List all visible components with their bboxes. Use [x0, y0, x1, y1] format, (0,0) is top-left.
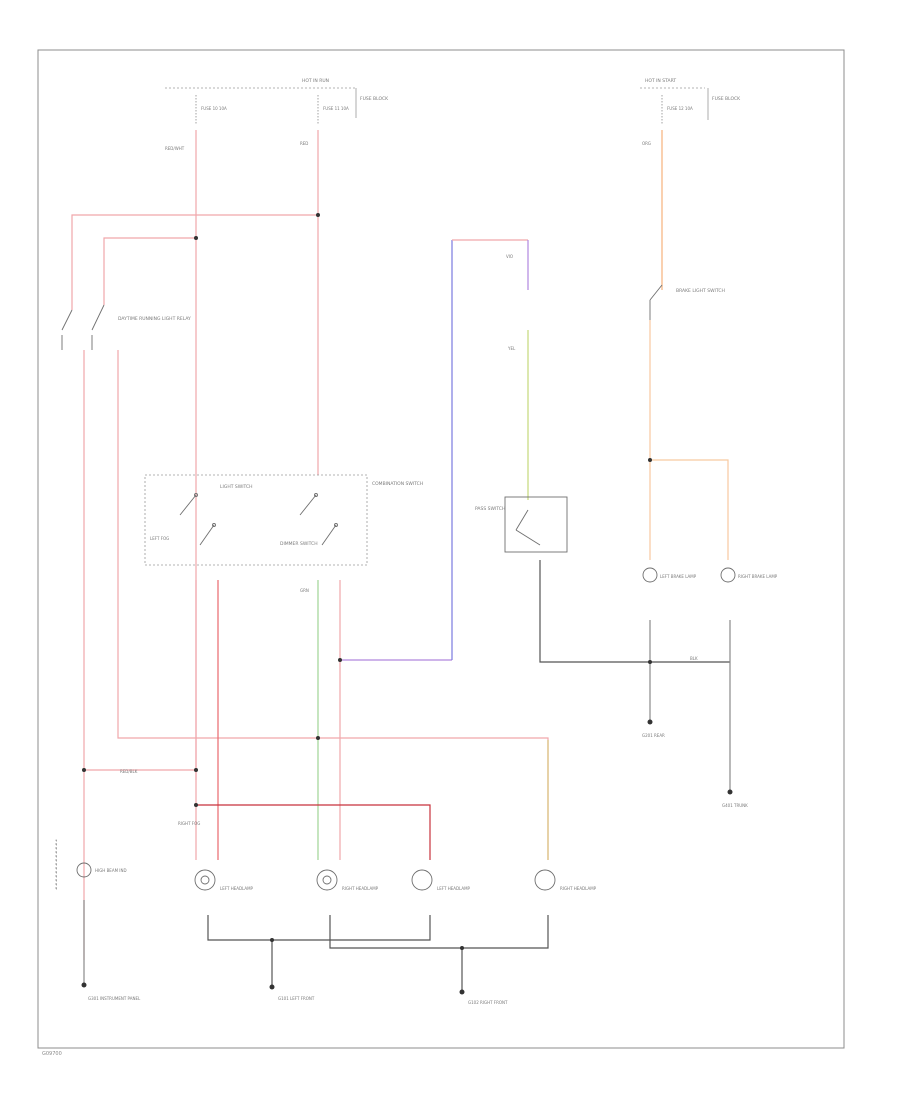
- daytime-relay-label: DAYTIME RUNNING LIGHT RELAY: [118, 316, 191, 322]
- hot-in-run-label: HOT IN RUN: [302, 78, 329, 84]
- ind-box: [55, 839, 57, 891]
- ground-g3-icon: [459, 989, 465, 995]
- wire-label-blk: BLK: [690, 656, 698, 661]
- combination-switch-label: COMBINATION SWITCH: [372, 481, 423, 487]
- fuse-3-label: FUSE 12 10A: [667, 106, 693, 111]
- wire-red-relay-out2: [117, 350, 549, 860]
- left-fog-label: LEFT FOG: [150, 536, 169, 541]
- ground-g5-icon: [727, 789, 733, 795]
- wires: [71, 130, 731, 990]
- dimmer-switch-icon: [299, 493, 338, 546]
- wire-label-vio: VIO: [506, 254, 513, 259]
- fuse-box-right-label: FUSE BLOCK: [712, 96, 741, 102]
- wire-red-top2: [103, 237, 196, 305]
- light-switch-label: LIGHT SWITCH: [220, 484, 253, 490]
- high-beam-ind-label: HIGH BEAM IND: [95, 868, 127, 873]
- wire-label-red: RED: [300, 141, 308, 146]
- wire-darkred-bus: [196, 804, 431, 860]
- wire-red-top: [71, 214, 318, 310]
- ground-g2-icon: [269, 984, 275, 990]
- right-headlamp-1-label: RIGHT HEADLAMP: [342, 886, 379, 891]
- left-brake-lamp-label: LEFT BRAKE LAMP: [660, 574, 697, 579]
- junctions: [82, 213, 652, 950]
- wire-blk-hl-bus1: [207, 915, 431, 941]
- pass-switch-box: [504, 496, 568, 553]
- ground-g4-label: G301 INSTRUMENT PANEL: [88, 996, 141, 1001]
- left-brake-lamp-icon: [642, 567, 658, 583]
- brake-switch-icon: [649, 284, 663, 320]
- right-headlamp-2-label: RIGHT HEADLAMP: [560, 886, 597, 891]
- ground-g2-label: G102 RIGHT FRONT: [468, 1000, 508, 1005]
- daytime-relay-icon: [61, 304, 105, 350]
- left-headlamp-1-icon: [194, 869, 216, 891]
- right-headlamp-1-icon: [316, 869, 338, 891]
- figure-id: G09700: [42, 1051, 62, 1057]
- combination-switch-box: [144, 474, 368, 566]
- ground-g1-label: G101 LEFT FRONT: [278, 996, 315, 1001]
- wire-peach-h: [650, 459, 729, 560]
- fuse-2-label: FUSE 11 10A: [323, 106, 349, 111]
- dimmer-switch-label: DIMMER SWITCH: [280, 541, 318, 547]
- left-headlamp-2-label: LEFT HEADLAMP: [437, 886, 471, 891]
- right-brake-lamp-icon: [720, 567, 736, 583]
- light-switch-icon: [179, 493, 216, 546]
- fuse-box-left-label: FUSE BLOCK: [360, 96, 389, 102]
- ground-g5-label: G401 TRUNK: [722, 803, 748, 808]
- wire-label-yel: YEL: [507, 346, 516, 351]
- wire-label-grn: GRN: [300, 588, 309, 593]
- wire-label-org: ORG: [642, 141, 651, 146]
- ground-g1-icon: [81, 982, 87, 988]
- right-fog-label: RIGHT FOG: [178, 821, 200, 826]
- diagram-frame: [37, 49, 845, 1049]
- left-headlamp-2-icon: [411, 869, 433, 891]
- wire-label-red-wht: RED/WHT: [165, 146, 185, 151]
- high-beam-indicator-icon: [76, 862, 92, 878]
- ground-g4-icon: [647, 719, 653, 725]
- brake-switch-label: BRAKE LIGHT SWITCH: [676, 288, 725, 294]
- pass-switch-label: PASS SWITCH: [475, 506, 505, 512]
- wire-blk-pass: [539, 560, 730, 663]
- right-brake-lamp-label: RIGHT BRAKE LAMP: [738, 574, 778, 579]
- wire-blk-hl-bus2: [329, 915, 549, 949]
- fuse-1-label: FUSE 10 10A: [201, 106, 227, 111]
- pass-switch-icon: [515, 509, 541, 546]
- hot-in-start-label: HOT IN START: [645, 78, 676, 84]
- left-headlamp-1-label: LEFT HEADLAMP: [220, 886, 254, 891]
- wire-label-red-blk: RED/BLK: [120, 769, 138, 774]
- ground-g3-label: G201 REAR: [642, 733, 665, 738]
- right-headlamp-2-icon: [534, 869, 556, 891]
